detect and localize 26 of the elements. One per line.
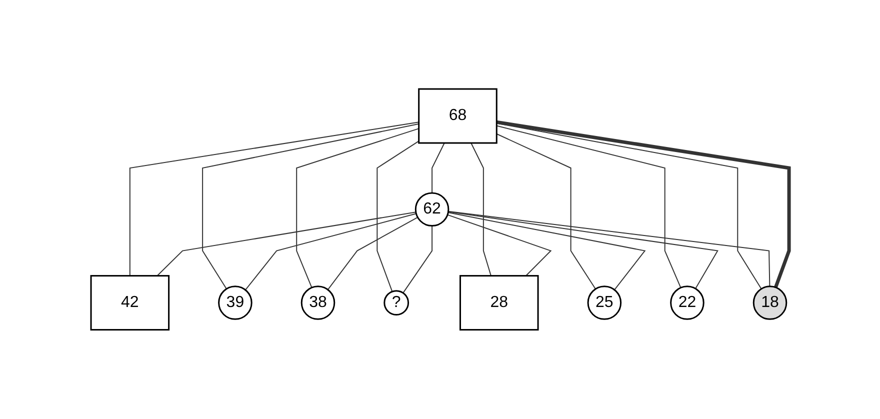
connector [448,211,718,290]
node-circle: ? [384,290,409,316]
connector [496,134,596,290]
node-circle: 18 [752,286,788,320]
connector [244,213,417,291]
connector [327,216,418,290]
connector [376,140,420,292]
connector [296,128,420,288]
connector [496,125,682,288]
connector [156,212,416,276]
node-box: 28 [459,275,539,331]
connector [448,212,646,290]
node-circle: 22 [670,286,704,320]
node-box: 68 [418,88,498,144]
connector [402,225,432,294]
node-circle: 25 [587,286,622,320]
node-circle: 39 [218,286,252,320]
node-circle: 38 [300,286,336,320]
connector [202,124,420,290]
node-box: 42 [90,275,170,331]
connector [432,142,445,194]
connector [129,122,420,276]
connector [448,211,770,287]
connector [447,214,552,276]
node-circle: 62 [414,192,450,227]
connector [470,142,492,276]
